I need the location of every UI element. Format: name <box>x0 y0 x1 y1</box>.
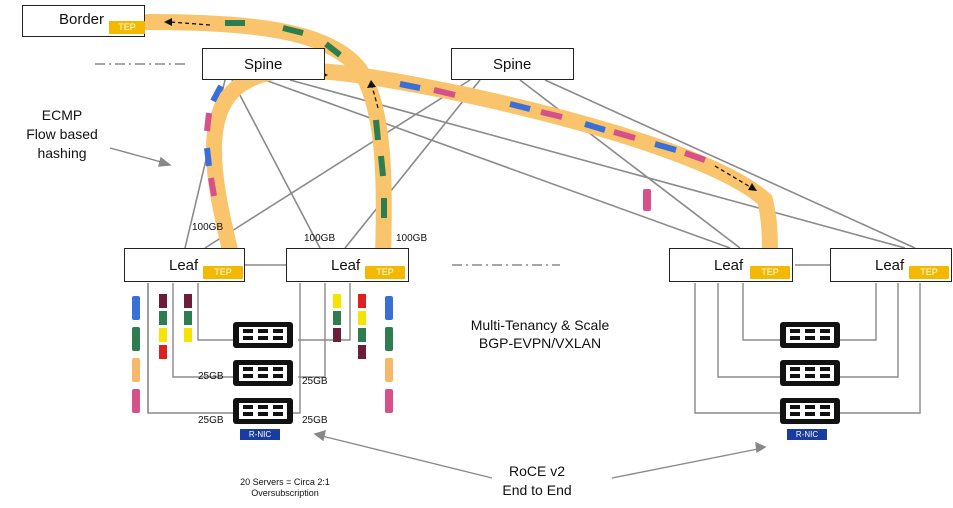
tep-badge: TEP <box>203 266 243 279</box>
tep-badge: TEP <box>909 266 949 279</box>
server-links-right <box>694 283 921 414</box>
servers-annotation: 20 Servers = Circa 2:1 Oversubscription <box>200 477 370 499</box>
link-speed-label: 25GB <box>302 376 328 387</box>
rnic-badge: R-NIC <box>787 429 827 440</box>
leaf-node-4: Leaf TEP <box>830 248 952 282</box>
leaf-node-2: Leaf TEP <box>286 248 409 282</box>
leaf-node-3: Leaf TEP <box>669 248 793 282</box>
tep-badge: TEP <box>109 21 145 34</box>
server-icon <box>233 398 293 424</box>
servers-right <box>780 322 840 424</box>
roce-annotation: RoCE v2 End to End <box>482 462 592 500</box>
tenancy-annotation: Multi-Tenancy & Scale BGP-EVPN/VXLAN <box>445 316 635 352</box>
rnic-badge: R-NIC <box>240 429 280 440</box>
link-speed-label: 25GB <box>198 415 224 426</box>
leaf-label: Leaf <box>714 257 744 274</box>
leaf-label: Leaf <box>875 257 905 274</box>
tep-badge: TEP <box>365 266 405 279</box>
ecmp-line: Flow based <box>26 126 98 142</box>
link-speed-label: 100GB <box>396 233 428 244</box>
link-speed-label: 25GB <box>302 415 328 426</box>
roce-line: End to End <box>502 482 572 498</box>
server-icon <box>780 322 840 348</box>
roce-line: RoCE v2 <box>508 463 566 479</box>
tenancy-line: Multi-Tenancy & Scale <box>470 317 610 333</box>
packet-marker <box>643 189 651 211</box>
ecmp-line: ECMP <box>41 107 83 123</box>
leaf-label: Leaf <box>331 257 361 274</box>
border-label: Border <box>59 11 105 28</box>
ecmp-annotation: ECMP Flow based hashing <box>12 106 112 163</box>
tenant-color-bars-left <box>132 294 393 413</box>
servers-line: Oversubscription <box>251 488 319 498</box>
spine-label: Spine <box>244 56 283 73</box>
tenancy-line: BGP-EVPN/VXLAN <box>478 335 602 351</box>
spine-node-1: Spine <box>202 48 325 80</box>
spine-node-2: Spine <box>451 48 574 80</box>
spine-label: Spine <box>493 56 532 73</box>
fabric-links <box>184 79 916 266</box>
server-icon <box>233 322 293 348</box>
server-icon <box>233 360 293 386</box>
server-links-left <box>147 283 351 414</box>
link-speed-label: 100GB <box>304 233 336 244</box>
tep-badge: TEP <box>750 266 790 279</box>
server-icon <box>780 398 840 424</box>
flow-dashes <box>204 20 706 218</box>
border-node: Border TEP <box>22 5 145 37</box>
link-speed-label: 25GB <box>198 371 224 382</box>
leaf-node-1: Leaf TEP <box>124 248 245 282</box>
leaf-label: Leaf <box>169 257 199 274</box>
annotation-arrows <box>109 147 767 479</box>
servers-line: 20 Servers = Circa 2:1 <box>240 477 330 487</box>
ecmp-line: hashing <box>37 145 87 161</box>
flow-band-leaf1-to-leaf3 <box>205 61 778 266</box>
servers-left <box>233 322 293 424</box>
link-speed-label: 100GB <box>192 222 224 233</box>
flow-arrows <box>169 21 753 189</box>
server-icon <box>780 360 840 386</box>
